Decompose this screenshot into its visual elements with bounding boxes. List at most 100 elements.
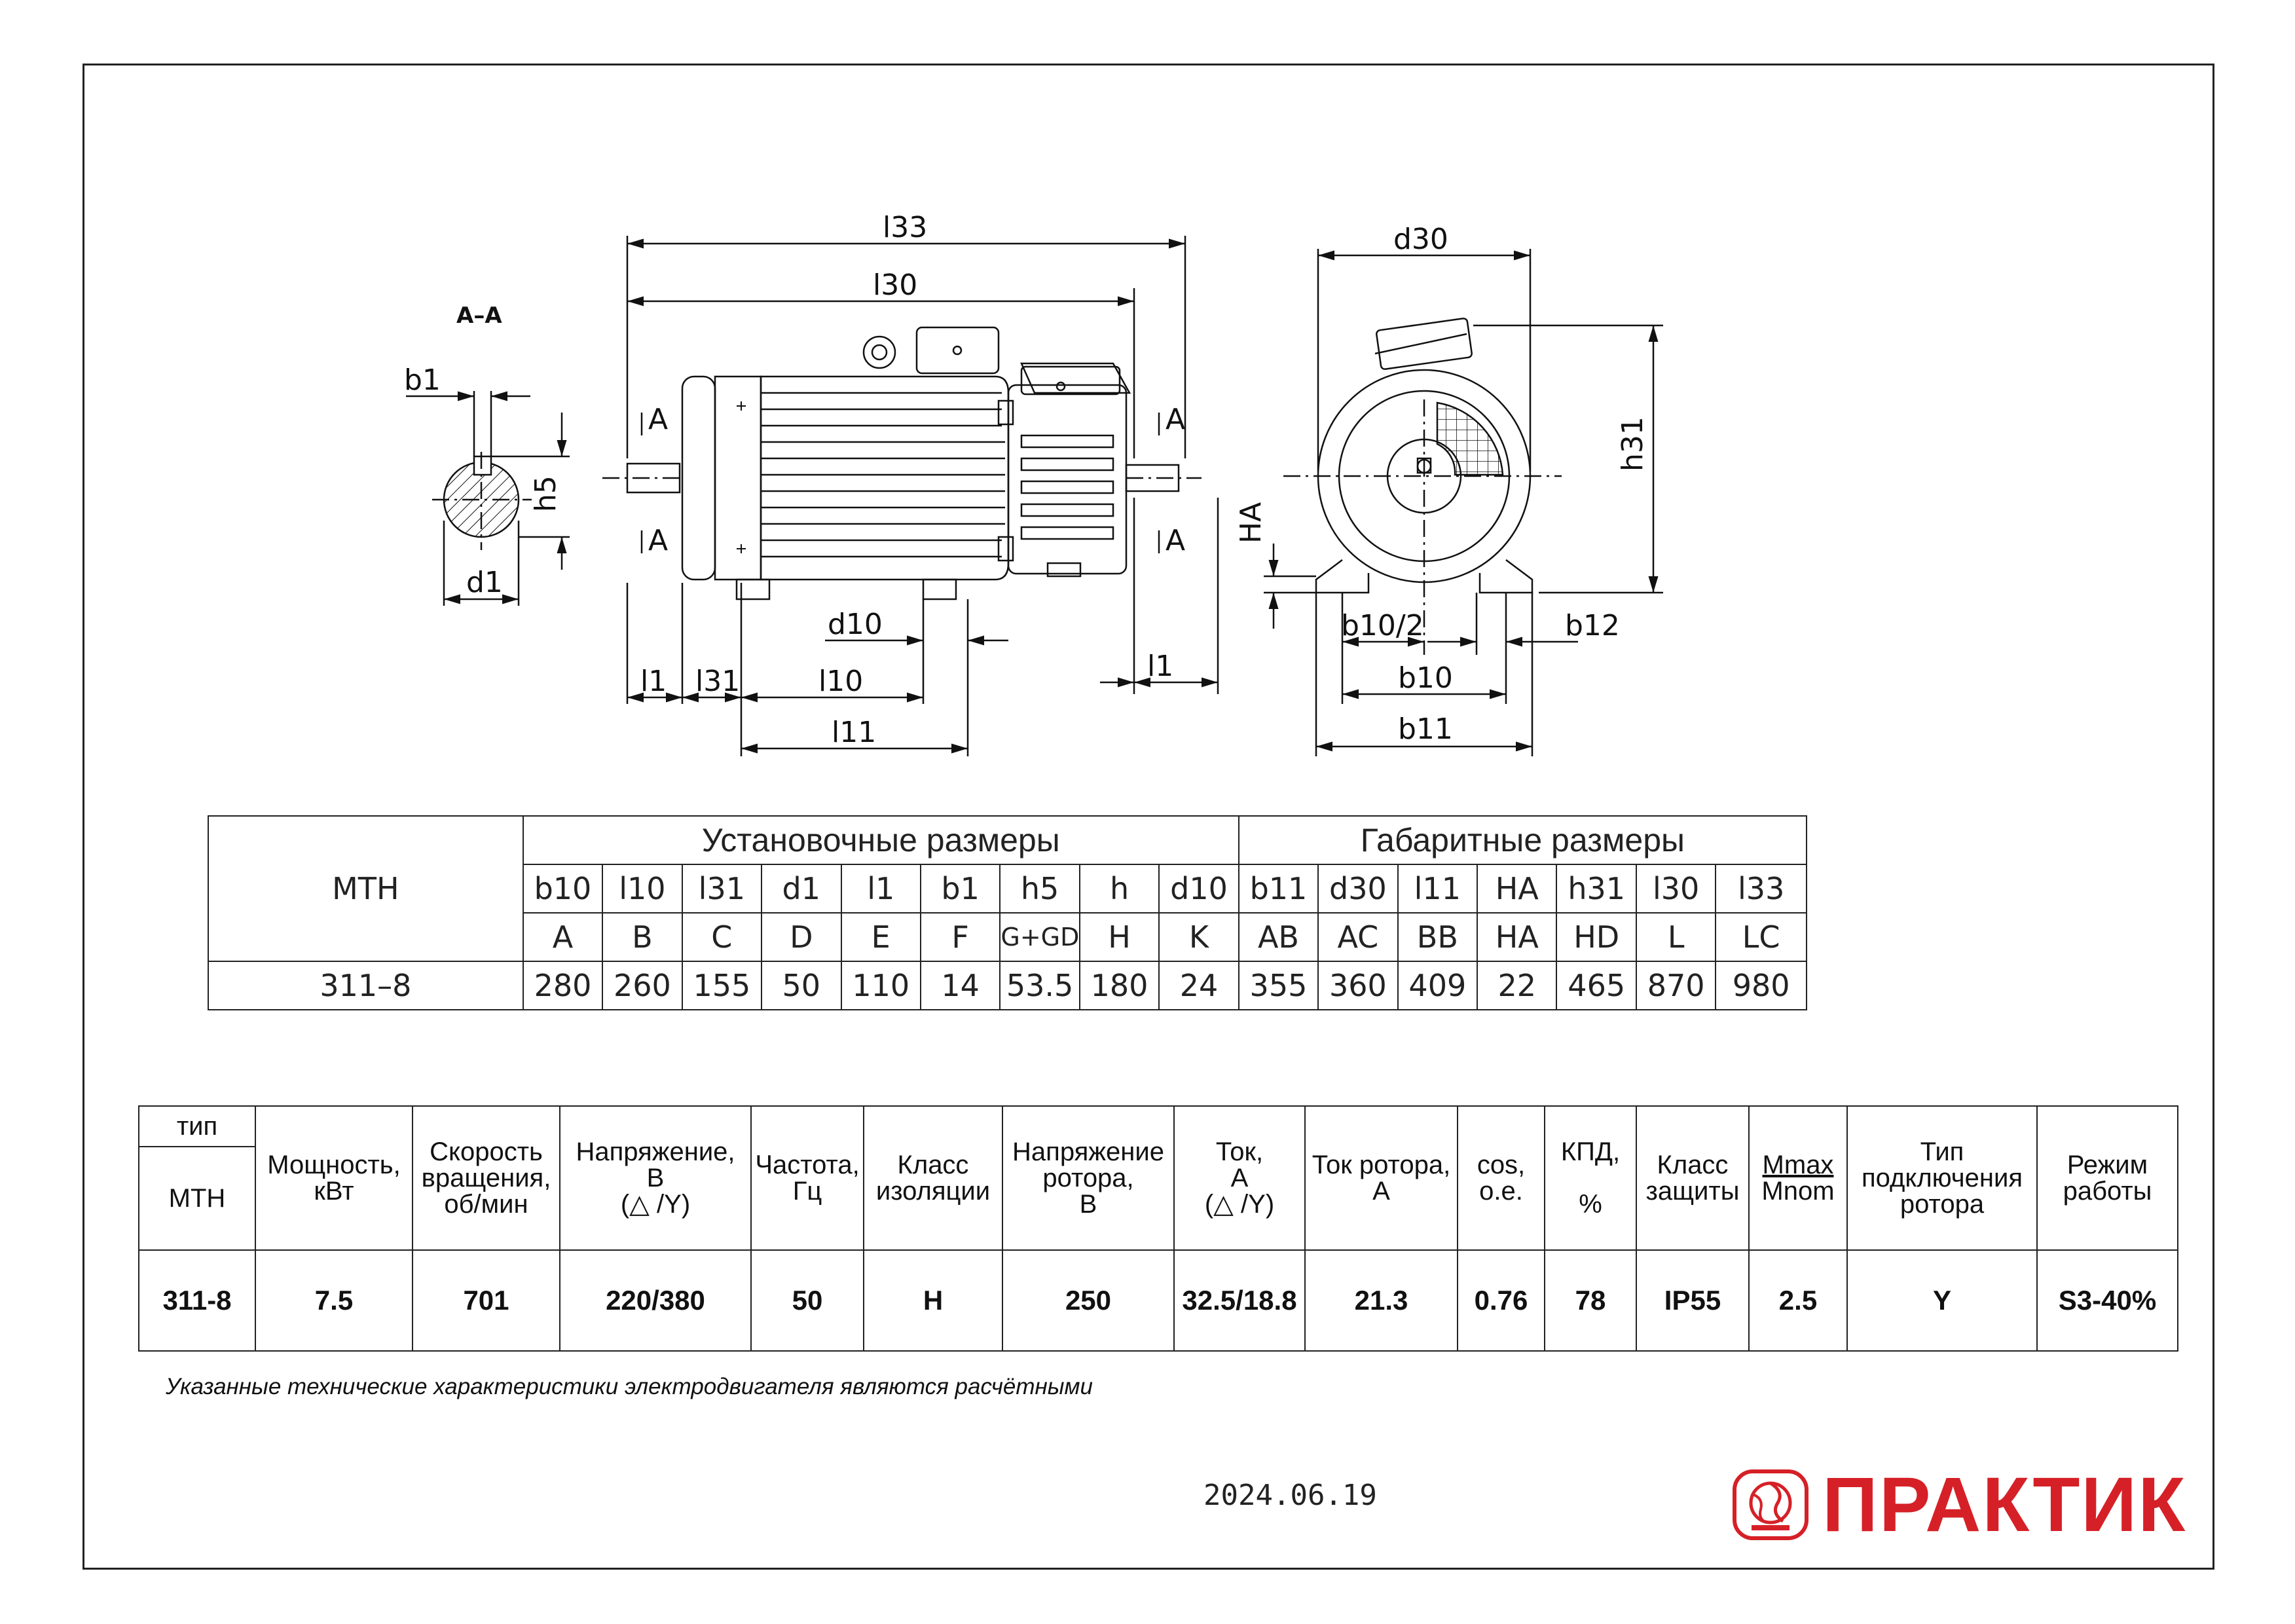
spec-value-cell: 7.5 bbox=[255, 1249, 413, 1352]
dims-code-cell: l10 bbox=[602, 864, 683, 913]
spec-value-cell: H bbox=[863, 1249, 1003, 1352]
spec-value-cell: 21.3 bbox=[1304, 1249, 1458, 1352]
dims-alt-code-cell: G+GD bbox=[999, 912, 1080, 962]
dims-value-cell: 355 bbox=[1238, 961, 1319, 1010]
dims-code-cell: h5 bbox=[999, 864, 1080, 913]
dims-alt-code-cell: F bbox=[919, 912, 1001, 962]
dims-value-cell: 22 bbox=[1477, 961, 1558, 1010]
spec-value-cell: IP55 bbox=[1636, 1249, 1750, 1352]
brand-name: ПРАКТИК bbox=[1822, 1462, 2187, 1548]
section-marker: A bbox=[648, 403, 668, 436]
spec-header-frequency: Частота,Гц bbox=[750, 1105, 864, 1251]
dims-value-cell: 53.5 bbox=[999, 961, 1080, 1010]
dims-model-header: МТН bbox=[208, 815, 524, 962]
dim-label-b10-half: b10/2 bbox=[1341, 609, 1424, 642]
dim-label-h5: h5 bbox=[529, 475, 562, 512]
dim-label-l33: l33 bbox=[883, 211, 927, 244]
dims-code-cell: d10 bbox=[1158, 864, 1239, 913]
dim-label-d30: d30 bbox=[1393, 223, 1448, 256]
section-marker: A bbox=[1166, 403, 1185, 436]
dims-code-cell: l33 bbox=[1715, 864, 1807, 913]
dims-value-cell: 24 bbox=[1158, 961, 1239, 1010]
dims-code-cell: l31 bbox=[681, 864, 763, 913]
dims-row-model: 311–8 bbox=[208, 961, 524, 1010]
spec-header-current: Ток,А(△ /Y) bbox=[1173, 1105, 1306, 1251]
spec-value-cell: Y bbox=[1846, 1249, 2038, 1352]
dimensions-table: МТН Установочные размеры Габаритные разм… bbox=[208, 815, 1808, 1010]
dims-alt-code-cell: L bbox=[1635, 912, 1717, 962]
dims-value-cell: 465 bbox=[1556, 961, 1637, 1010]
dim-label-l1: l1 bbox=[640, 665, 667, 698]
dims-alt-code-cell: C bbox=[681, 912, 763, 962]
section-label: A–A bbox=[456, 303, 502, 329]
dims-alt-code-cell: A bbox=[522, 912, 604, 962]
drawing-frame bbox=[83, 64, 2214, 1570]
dims-code-cell: b11 bbox=[1238, 864, 1319, 913]
spec-model-header: МТН bbox=[138, 1146, 256, 1251]
spec-value-cell: 220/380 bbox=[559, 1249, 752, 1352]
spec-value-cell: 250 bbox=[1002, 1249, 1175, 1352]
spec-value-cell: 0.76 bbox=[1457, 1249, 1545, 1352]
dims-code-cell: l1 bbox=[840, 864, 921, 913]
dims-alt-code-cell: D bbox=[761, 912, 842, 962]
spec-header-power: Мощность,кВт bbox=[255, 1105, 413, 1251]
dim-label-b10: b10 bbox=[1398, 661, 1453, 695]
spec-value-cell: 701 bbox=[412, 1249, 560, 1352]
dim-label-l30: l30 bbox=[873, 268, 917, 302]
dims-code-cell: l11 bbox=[1397, 864, 1478, 913]
dims-code-cell: d30 bbox=[1317, 864, 1399, 913]
dim-label-HA: HA bbox=[1234, 502, 1268, 544]
dims-code-cell: HA bbox=[1477, 864, 1558, 913]
spec-header-cos: cos,о.е. bbox=[1457, 1105, 1545, 1251]
dims-value-cell: 409 bbox=[1397, 961, 1478, 1010]
dims-alt-code-cell: E bbox=[840, 912, 921, 962]
dims-group-install: Установочные размеры bbox=[522, 815, 1239, 865]
dims-value-cell: 260 bbox=[602, 961, 683, 1010]
dims-alt-code-cell: LC bbox=[1715, 912, 1807, 962]
dims-value-cell: 155 bbox=[681, 961, 763, 1010]
dim-label-l11: l11 bbox=[832, 716, 876, 749]
spec-type-label: тип bbox=[138, 1105, 256, 1147]
dims-alt-code-cell: BB bbox=[1397, 912, 1478, 962]
dims-value-cell: 180 bbox=[1078, 961, 1160, 1010]
dim-label-b11: b11 bbox=[1398, 712, 1453, 746]
dims-code-cell: l30 bbox=[1635, 864, 1717, 913]
dim-label-l1-right: l1 bbox=[1147, 650, 1173, 683]
document-date: 2024.06.19 bbox=[1203, 1479, 1377, 1512]
dims-value-cell: 14 bbox=[919, 961, 1001, 1010]
spec-header-rotor-current: Ток ротора,А bbox=[1304, 1105, 1458, 1251]
spec-value-cell: 32.5/18.8 bbox=[1173, 1249, 1306, 1352]
dims-alt-code-cell: HA bbox=[1477, 912, 1558, 962]
dims-value-cell: 980 bbox=[1715, 961, 1807, 1010]
motor-end-view bbox=[1264, 249, 1663, 756]
dims-code-cell: h31 bbox=[1556, 864, 1637, 913]
dims-value-cell: 360 bbox=[1317, 961, 1399, 1010]
calculation-note: Указанные технические характеристики эле… bbox=[166, 1374, 1093, 1399]
spec-value-cell: 2.5 bbox=[1748, 1249, 1848, 1352]
spec-row-model: 311-8 bbox=[138, 1249, 256, 1352]
dims-value-cell: 280 bbox=[522, 961, 604, 1010]
section-marker: A bbox=[1166, 524, 1185, 557]
dim-label-d10: d10 bbox=[828, 608, 883, 641]
section-marker: A bbox=[648, 524, 668, 557]
dims-value-cell: 50 bbox=[761, 961, 842, 1010]
dims-alt-code-cell: HD bbox=[1556, 912, 1637, 962]
dims-group-overall: Габаритные размеры bbox=[1238, 815, 1808, 865]
spec-header-efficiency: КПД,% bbox=[1544, 1105, 1637, 1251]
dim-label-d1: d1 bbox=[466, 566, 503, 599]
brand-logo: ПРАКТИК bbox=[1732, 1466, 2186, 1544]
dim-label-l31: l31 bbox=[695, 665, 740, 698]
dims-code-cell: d1 bbox=[761, 864, 842, 913]
spec-value-cell: 78 bbox=[1544, 1249, 1637, 1352]
